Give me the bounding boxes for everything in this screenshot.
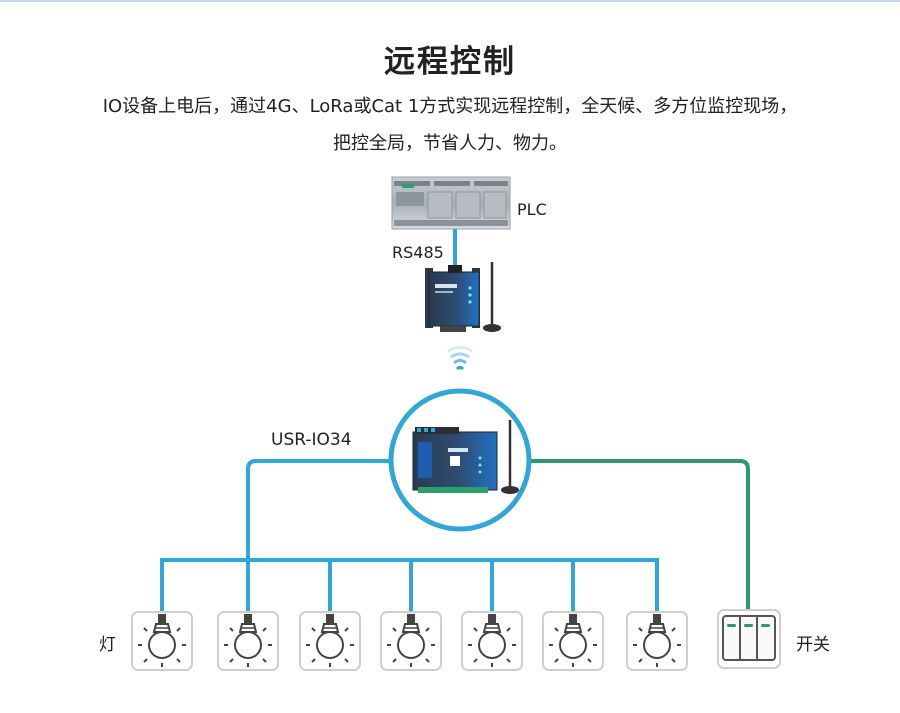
lamp-drops xyxy=(246,560,575,612)
lamp-icon xyxy=(461,611,523,671)
switch-label: 开关 xyxy=(796,635,830,655)
description-line-1: IO设备上电后，通过4G、LoRa或Cat 1方式实现远程控制，全天候、多方位监… xyxy=(102,96,798,117)
rs485-label: RS485 xyxy=(392,243,444,262)
usr-io34-device xyxy=(388,388,532,532)
plc-label: PLC xyxy=(517,200,547,219)
top-rule xyxy=(0,0,900,2)
lamp-icon xyxy=(131,611,193,671)
lamp-icon xyxy=(217,611,279,671)
serial-server-device xyxy=(425,265,480,332)
device-label: USR-IO34 xyxy=(271,430,352,450)
lamp-label: 灯 xyxy=(99,635,116,655)
description-line-2: 把控全局，节省人力、物力。 xyxy=(333,133,567,154)
antenna-icon xyxy=(483,262,501,332)
plc-device xyxy=(391,176,511,230)
lamp-icon xyxy=(299,611,361,671)
lamp-icon xyxy=(380,611,442,671)
lamp-icon xyxy=(626,611,688,671)
link-device-to-switch xyxy=(530,459,750,610)
link-device-to-lamp-bus xyxy=(246,459,392,560)
wireless-signal-icon xyxy=(447,346,473,371)
switch-panel-icon xyxy=(717,609,781,669)
page-title: 远程控制 xyxy=(384,44,516,80)
lamp-array xyxy=(131,611,688,671)
lamp-icon xyxy=(542,611,604,671)
